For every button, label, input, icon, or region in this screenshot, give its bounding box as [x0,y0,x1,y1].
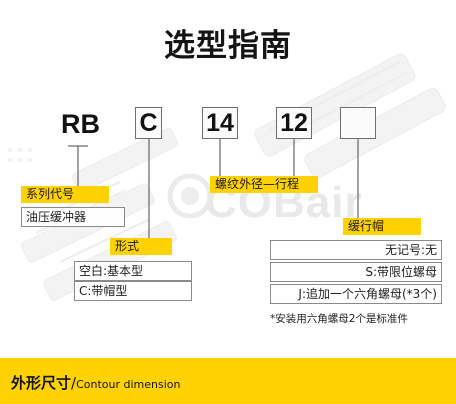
form-label: 形式 [110,238,172,255]
code-stroke-box: 12 [276,107,312,139]
code-thread-box: 14 [202,107,238,139]
footnote: *安装用六角螺母2个是标准件 [270,313,408,325]
page-title: 选型指南 [164,28,292,64]
series-label: 系列代号 [21,186,109,203]
form-option-basic: 空白:基本型 [74,261,192,281]
code-series: RB [61,109,100,139]
series-option-box: 油压缓冲器 [21,207,125,227]
footer-subtitle: Contour dimension [76,378,181,391]
code-cap-box [340,107,376,139]
footer-heading: 外形尺寸/Contour dimension [11,372,180,393]
cap-option-none: 无记号:无 [270,240,442,260]
footer-separator: / [71,374,77,392]
code-form-box: C [135,107,162,139]
cap-label: 缓行帽 [343,218,421,235]
form-option-cap: C:带帽型 [74,281,192,301]
cap-option-limit-nut: S:带限位螺母 [270,262,442,282]
cap-option-extra-nut: J:追加一个六角螺母(*3个) [270,284,442,304]
footer-bar [0,358,456,404]
footer-title: 外形尺寸 [11,374,72,392]
thread-stroke-label: 螺纹外径—行程 [210,176,318,193]
